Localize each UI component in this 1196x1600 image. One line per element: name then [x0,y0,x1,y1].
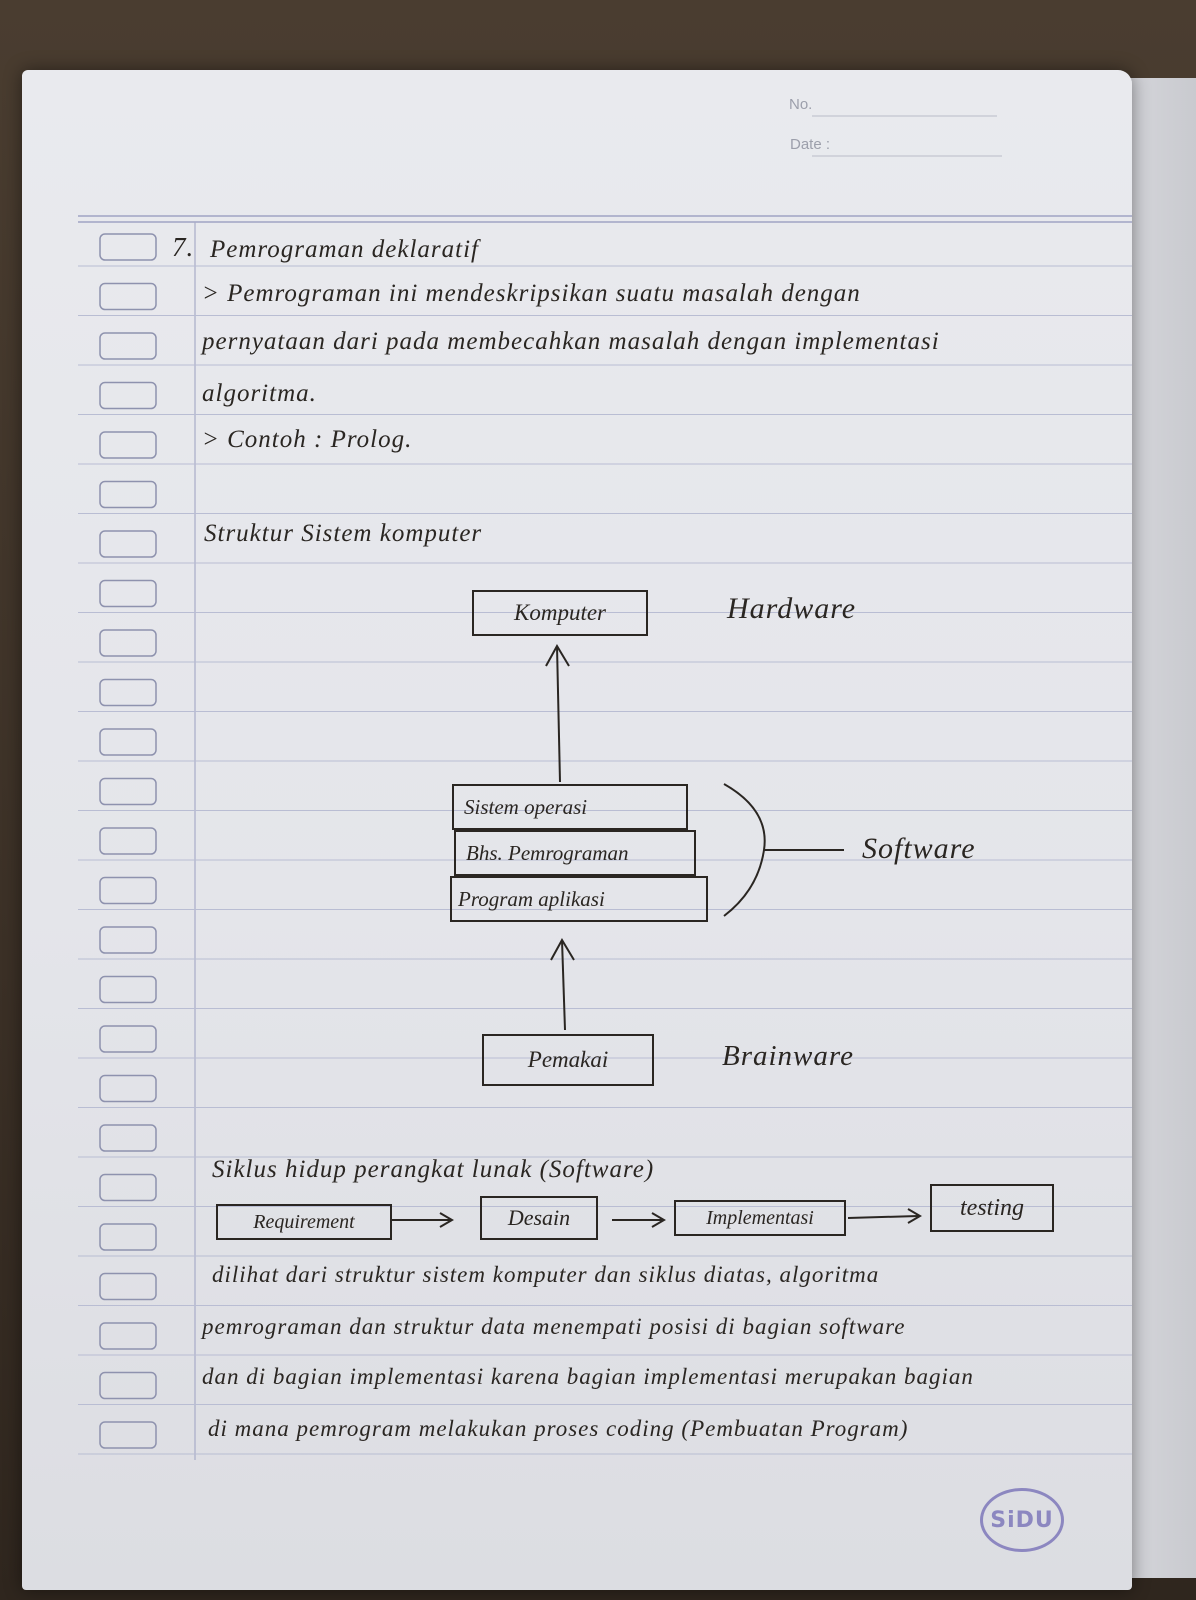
margin-box [99,678,157,707]
section-title: Pemrograman deklaratif [210,236,479,263]
margin-box [99,480,157,509]
margin-box [99,431,157,459]
conclusion-line-4: di mana pemrogram melakukan proses codin… [208,1416,909,1441]
margin-box [99,728,157,756]
margin-box [99,1272,157,1301]
item-number: 7. [172,232,195,262]
ruled-lines [78,115,1132,1460]
margin-box [99,381,157,410]
margin-box [99,1173,157,1202]
conclusion-line-3: dan di bagian implementasi karena bagian… [202,1364,974,1389]
margin-box [99,1223,157,1251]
layer-sistem-operasi: Sistem operasi [452,784,688,830]
margin-box [99,282,157,311]
date-label: Date : [790,136,831,153]
brainware-label: Brainware [722,1040,854,1072]
komputer-box: Komputer [472,590,648,636]
margin-box [99,975,157,1004]
margin-box [99,926,157,954]
margin-box [99,1322,157,1350]
layer-bahasa-pemrograman: Bhs. Pemrograman [454,830,696,876]
step-requirement: Requirement [216,1204,392,1240]
brand-logo: SiDU [980,1488,1064,1552]
margin-box [99,827,157,855]
margin-box [99,579,157,608]
margin-box [99,876,157,905]
no-label: No. [789,96,813,113]
diagram-arrows [392,643,922,1228]
siklus-title: Siklus hidup perangkat lunak (Software) [212,1156,655,1183]
next-page-edge [1128,78,1196,1578]
hardware-label: Hardware [727,592,857,625]
margin-box [99,233,157,261]
margin-box [99,1025,157,1053]
margin-box [99,1124,157,1152]
margin-box [99,629,157,657]
margin-box [99,1074,157,1103]
conclusion-line-2: pemrograman dan struktur data menempati … [202,1314,906,1339]
margin-box [99,1371,157,1400]
margin-box [99,1421,157,1449]
conclusion-line-1: dilihat dari struktur sistem komputer da… [212,1262,880,1287]
margin-box [99,777,157,806]
paragraph-line-3: algoritma. [202,380,317,407]
margin-box [99,530,157,558]
example-line: > Contoh : Prolog. [202,426,413,453]
step-desain: Desain [480,1196,598,1240]
software-label: Software [862,832,976,865]
margin-box [99,332,157,360]
layer-program-aplikasi: Program aplikasi [450,876,708,922]
notebook-page: No. Date : 7. Pemrograman deklaratif > P… [22,70,1132,1590]
pemakai-box: Pemakai [482,1034,654,1086]
step-implementasi: Implementasi [674,1200,846,1236]
diagram-title: Struktur Sistem komputer [204,520,483,547]
paragraph-line-2: pernyataan dari pada membecahkan masalah… [202,328,940,355]
step-testing: testing [930,1184,1054,1232]
paragraph-line-1: > Pemrograman ini mendeskripsikan suatu … [202,280,861,307]
